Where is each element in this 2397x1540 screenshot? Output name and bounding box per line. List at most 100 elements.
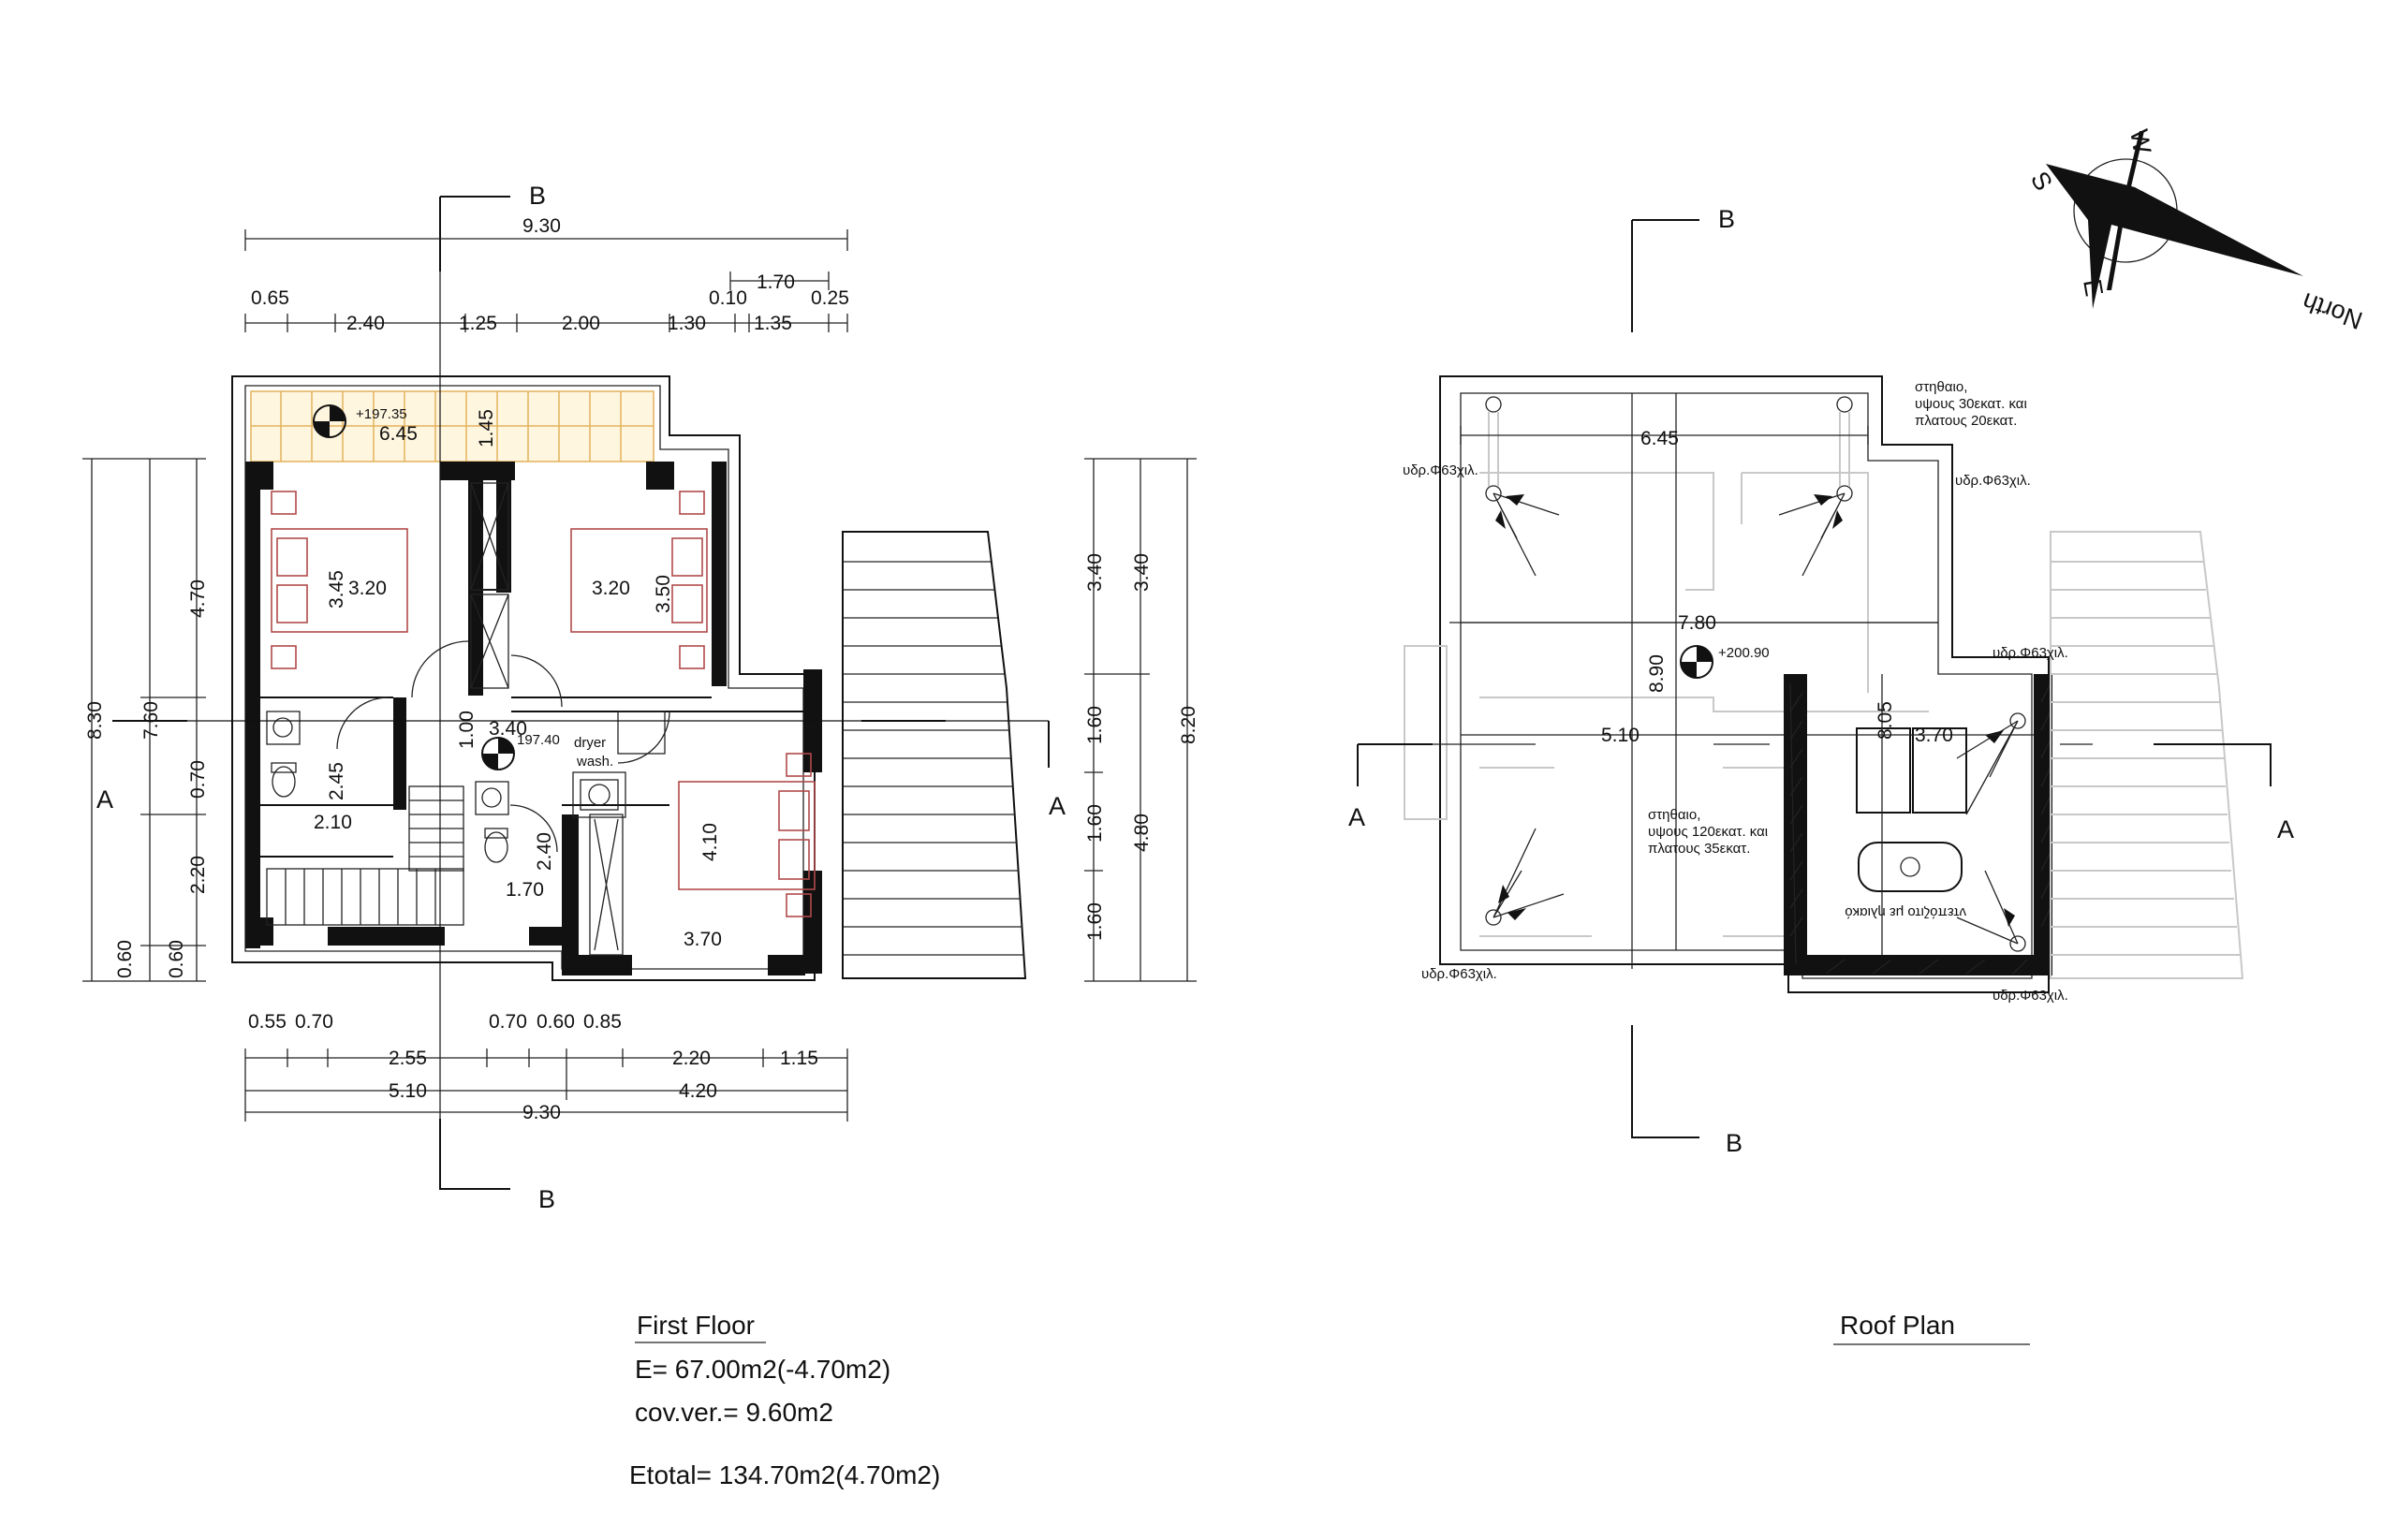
roof-plan [1357,219,2272,1138]
room-dim: 1.00 [456,711,478,749]
slope-arrows [1493,492,2019,945]
captions: First Floor E= 67.00m2(-4.70m2) cov.ver.… [629,1311,2030,1489]
solar-panel [1856,727,1911,814]
note-line: υψους 30εκατ. και [1915,396,2027,412]
first-floor-title: First Floor [637,1311,755,1340]
dim-text: 1.70 [757,271,795,293]
drain-label: υδρ.Φ63χιλ. [1421,966,1497,982]
section-label: B [538,1185,555,1213]
shaft-box [589,814,624,956]
dim-text: 1.30 [668,313,706,334]
wall-south [529,927,566,946]
wall-south-2 [768,955,805,975]
dim-text: 0.10 [709,287,747,309]
door-swing [336,697,390,750]
note-line: στηθαιο, [1648,807,1700,823]
note-line: πλατους 35εκατ. [1648,841,1750,857]
room-dim: 4.10 [699,823,721,861]
room-dim: 2.10 [314,812,352,833]
dim-text: 9.30 [522,1102,561,1123]
note-line: πλατους 20εκατ. [1915,413,2017,429]
drain-label: υδρ.Φ63χιλ. [1955,473,2031,489]
section-label: A [2277,815,2294,843]
door-swing [617,711,670,764]
section-b-top [439,196,510,271]
appliance-label: dryer [574,735,606,751]
note-line: στηθαιο, [1915,379,1967,395]
dim-text: 0.85 [583,1011,622,1033]
wall-column [245,917,273,946]
first-floor-plan [82,196,1197,1190]
wall-column [245,462,273,490]
water-tank [1858,842,1963,892]
wall-east-upper [712,462,727,686]
dim-text: 3.40 [1084,553,1106,592]
dim-text: 8.30 [84,701,106,740]
dim-text: 1.35 [754,313,792,334]
section-label: A [96,785,113,814]
dim-text: 1.60 [1084,706,1106,744]
total-area: Etotal= 134.70m2(4.70m2) [629,1460,940,1489]
note-line: υψους 120εκατ. και [1648,824,1768,840]
dim-text: 8.05 [1875,701,1896,740]
dim-text: 7.60 [140,701,162,740]
wall-partition [440,462,515,480]
section-a-left [1357,743,1433,786]
dim-text: 6.45 [1640,428,1679,449]
compass-north: North [2299,287,2366,335]
dims-left [82,458,206,982]
dim-text: 0.65 [251,287,289,309]
dim-text: 0.60 [166,940,187,978]
dim-text: 1.25 [459,313,497,334]
section-label: B [1718,205,1735,233]
roof-plan-title: Roof Plan [1840,1311,1955,1340]
section-b-top [1631,219,1699,332]
dim-text: 3.40 [1131,553,1153,592]
wall-south [328,927,445,946]
section-b-bottom [1631,1025,1699,1138]
dims-right [1084,458,1197,982]
level-marker [481,737,515,770]
dim-text: 0.70 [187,760,209,799]
section-label: A [1348,803,1365,831]
first-floor-area: E= 67.00m2(-4.70m2) [635,1355,890,1384]
first-floor-covered: cov.ver.= 9.60m2 [635,1398,833,1427]
level-marker [1680,645,1713,679]
wall-hall [393,697,406,810]
wall-column [646,462,674,490]
balcony-tiles [250,390,654,462]
level-text: +200.90 [1718,645,1770,661]
dim-text: 8.20 [1178,706,1199,744]
first-floor-labels: B B A A 9.30 0.65 2.40 1.25 2.00 1.30 0.… [84,182,1199,1213]
compass-e: E [2078,277,2109,299]
dims-bottom [244,1049,848,1122]
roof-outline [1439,375,2050,993]
room-dim: 3.45 [326,570,347,609]
door-swing [509,804,558,853]
dim-text: 1.60 [1084,902,1106,941]
drain-label: υδρ.Φ63χιλ. [1993,988,2068,1004]
section-label: B [1726,1129,1743,1157]
room-dim: 3.70 [684,929,722,950]
dim-text: 5.10 [1601,725,1640,746]
wall-south-2 [562,955,632,975]
tank-label: ντεπόζιτο με ηλιακό [1845,904,1966,920]
external-stair-roof [2050,531,2244,979]
drain-label: υδρ.Φ63χιλ. [1993,645,2068,661]
dims-top [244,229,848,332]
dim-text: 2.55 [389,1048,427,1069]
level-text: +197.35 [356,406,407,422]
dim-text: 5.10 [389,1080,427,1102]
room-dim: 3.40 [489,718,527,740]
dim-text: 4.20 [679,1080,717,1102]
level-marker [313,404,346,438]
wall-west [245,490,260,948]
dim-text: 0.60 [114,940,136,978]
compass-w: W [2125,127,2156,156]
dim-text: 0.25 [811,287,849,309]
roof-drains [1485,396,2026,952]
room-dim: 3.50 [653,575,674,613]
drain-label: υδρ.Φ63χιλ. [1403,462,1478,478]
